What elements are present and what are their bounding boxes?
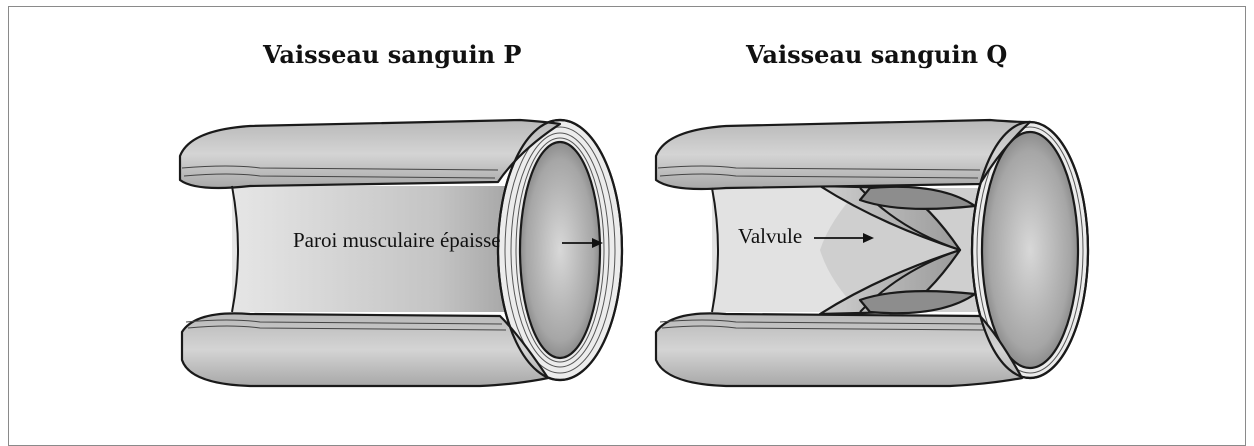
vessel-p-title: Vaisseau sanguin P xyxy=(263,40,521,69)
vessel-q-title: Vaisseau sanguin Q xyxy=(746,40,1007,69)
wall-label: Paroi musculaire épaisse xyxy=(293,228,501,253)
vessel-p-top-shell xyxy=(180,120,560,188)
vessel-p xyxy=(180,120,622,386)
valve-label: Valvule xyxy=(738,224,802,249)
vessel-q-top-shell xyxy=(656,120,1030,189)
vessel-diagram xyxy=(0,0,1254,434)
vessel-q xyxy=(656,120,1088,386)
